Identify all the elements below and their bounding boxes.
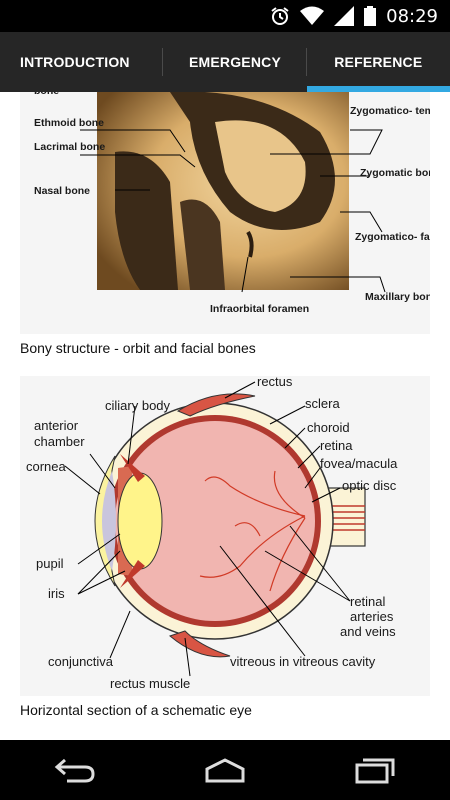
figure2-caption: Horizontal section of a schematic eye (20, 702, 252, 718)
label-vitreous: vitreous in vitreous cavity (230, 654, 376, 669)
battery-icon (364, 6, 377, 26)
label-retinal-1: retinal (350, 594, 386, 609)
skull-figure: bone Ethmoid bone Lacrimal bone Nasal bo… (20, 92, 450, 334)
label-zygomatic: Zygomatic bone (360, 167, 430, 179)
tab-reference-label: REFERENCE (334, 54, 423, 70)
signal-icon (334, 6, 355, 26)
recents-button[interactable] (345, 750, 405, 790)
tab-reference[interactable]: REFERENCE (306, 32, 450, 92)
eye-diagram: rectus ciliary body sclera anterior cham… (26, 374, 398, 691)
eye-figure: rectus ciliary body sclera anterior cham… (20, 374, 430, 696)
label-fovea: fovea/macula (320, 456, 398, 471)
figure1-caption: Bony structure - orbit and facial bones (20, 340, 256, 356)
clock: 08:29 (386, 5, 438, 27)
label-infraorbital: Infraorbital foramen (210, 303, 309, 315)
label-sclera: sclera (305, 396, 340, 411)
reference-content[interactable]: bone Ethmoid bone Lacrimal bone Nasal bo… (0, 92, 450, 740)
label-cornea: cornea (26, 459, 67, 474)
tab-divider (162, 48, 164, 76)
label-ethmoid: Ethmoid bone (34, 117, 104, 129)
tab-divider (305, 48, 307, 76)
label-lacrimal: Lacrimal bone (34, 141, 105, 153)
label-retinal-2: arteries (350, 609, 394, 624)
tab-emergency-label: EMERGENCY (188, 54, 282, 70)
label-rectus: rectus (257, 376, 293, 389)
label-choroid: choroid (307, 420, 350, 435)
status-bar: 08:29 (0, 0, 450, 32)
label-zygomaticotemporal: Zygomatico- temporal foramen (350, 105, 430, 117)
active-tab-indicator (306, 86, 450, 92)
tab-bar: INTRODUCTION EMERGENCY REFERENCE (0, 32, 450, 92)
alarm-icon (271, 7, 289, 25)
tab-introduction-label: INTRODUCTION (20, 54, 130, 70)
label-retinal-3: and veins (340, 624, 396, 639)
back-icon (54, 758, 95, 783)
label-maxillary: Maxillary bone (365, 291, 430, 303)
wifi-icon (300, 6, 325, 25)
label-anterior: anterior (34, 418, 79, 433)
tab-introduction[interactable]: INTRODUCTION (0, 32, 164, 92)
back-button[interactable] (45, 750, 105, 790)
system-nav-bar (0, 740, 450, 800)
recents-icon (355, 758, 395, 784)
label-retina: retina (320, 438, 353, 453)
tab-emergency[interactable]: EMERGENCY (163, 32, 307, 92)
label-nasal: Nasal bone (34, 185, 90, 197)
label-optic-disc: optic disc (342, 478, 397, 493)
label-zygomaticofacial: Zygomatico- facial foramen (355, 231, 430, 243)
label-conjunctiva: conjunctiva (48, 654, 114, 669)
label-bone-top: bone (34, 92, 59, 97)
label-pupil: pupil (36, 556, 64, 571)
label-rectus-muscle: rectus muscle (110, 676, 190, 691)
skull-diagram: bone Ethmoid bone Lacrimal bone Nasal bo… (34, 92, 450, 315)
label-iris: iris (48, 586, 65, 601)
label-ciliary-body: ciliary body (105, 398, 171, 413)
home-button[interactable] (195, 750, 255, 790)
label-chamber: chamber (34, 434, 85, 449)
home-icon (205, 758, 245, 783)
